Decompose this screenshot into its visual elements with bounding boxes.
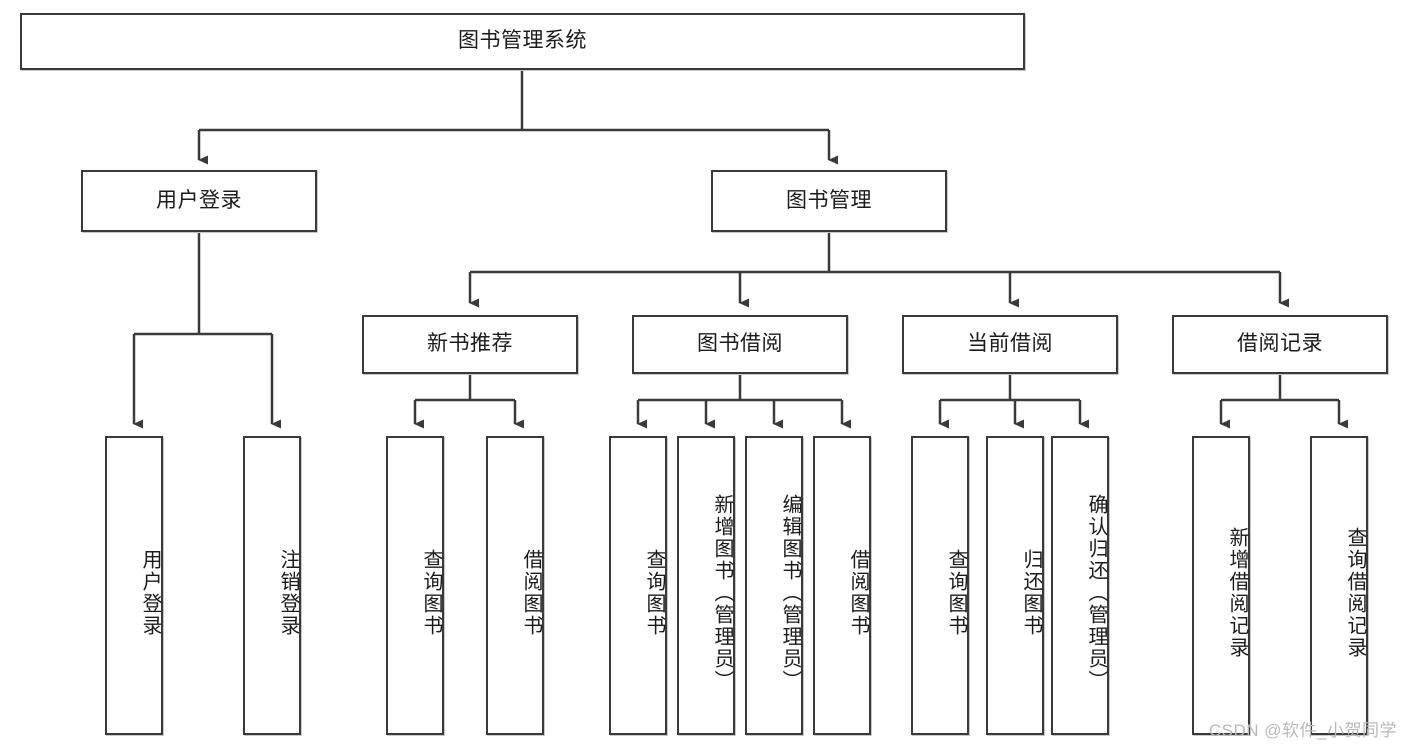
node-current-borrow[interactable]: 当前借阅 [902, 315, 1118, 374]
node-leaf-query-book-current[interactable]: 查询图书 [911, 436, 969, 735]
node-label: 确认归还（管理员） [1085, 493, 1107, 692]
node-label: 当前借阅 [967, 332, 1053, 356]
node-book-management[interactable]: 图书管理 [711, 170, 947, 232]
node-leaf-borrow-book-recommend[interactable]: 借阅图书 [486, 436, 544, 735]
node-label: 新书推荐 [427, 332, 513, 356]
node-leaf-user-login[interactable]: 用户登录 [105, 436, 163, 735]
node-label: 图书管理系统 [458, 29, 587, 53]
node-leaf-edit-book-admin[interactable]: 编辑图书（管理员） [745, 436, 803, 735]
node-label: 注销登录 [277, 548, 299, 637]
node-label: 新增图书（管理员） [711, 493, 733, 692]
node-label: 用户登录 [156, 188, 242, 212]
node-label: 用户登录 [139, 548, 161, 637]
node-label: 归还图书 [1020, 548, 1042, 637]
node-label: 查询图书 [420, 548, 442, 637]
node-book-borrow[interactable]: 图书借阅 [632, 315, 848, 374]
node-leaf-query-borrow-record[interactable]: 查询借阅记录 [1310, 436, 1368, 735]
node-label: 借阅记录 [1237, 332, 1323, 356]
node-leaf-query-book-borrow[interactable]: 查询图书 [609, 436, 667, 735]
node-leaf-add-book-admin[interactable]: 新增图书（管理员） [677, 436, 735, 735]
node-label: 图书管理 [786, 188, 872, 212]
node-label: 借阅图书 [847, 548, 869, 637]
node-label: 查询图书 [643, 548, 665, 637]
node-user-login[interactable]: 用户登录 [81, 170, 317, 232]
node-label: 新增借阅记录 [1226, 526, 1248, 659]
node-leaf-confirm-return-admin[interactable]: 确认归还（管理员） [1051, 436, 1109, 735]
node-label: 查询图书 [945, 548, 967, 637]
node-label: 查询借阅记录 [1344, 526, 1366, 659]
node-label: 编辑图书（管理员） [779, 493, 801, 692]
node-leaf-add-borrow-record[interactable]: 新增借阅记录 [1192, 436, 1250, 735]
node-label: 图书借阅 [697, 332, 783, 356]
node-leaf-borrow-book[interactable]: 借阅图书 [813, 436, 871, 735]
node-leaf-user-logout[interactable]: 注销登录 [243, 436, 301, 735]
csdn-watermark: CSDN @软件_小贺同学 [1208, 721, 1397, 740]
node-new-book-recommend[interactable]: 新书推荐 [362, 315, 578, 374]
node-root-system[interactable]: 图书管理系统 [20, 13, 1025, 70]
node-borrow-record[interactable]: 借阅记录 [1172, 315, 1388, 374]
node-leaf-query-book-recommend[interactable]: 查询图书 [386, 436, 444, 735]
node-leaf-return-book[interactable]: 归还图书 [986, 436, 1044, 735]
node-label: 借阅图书 [520, 548, 542, 637]
